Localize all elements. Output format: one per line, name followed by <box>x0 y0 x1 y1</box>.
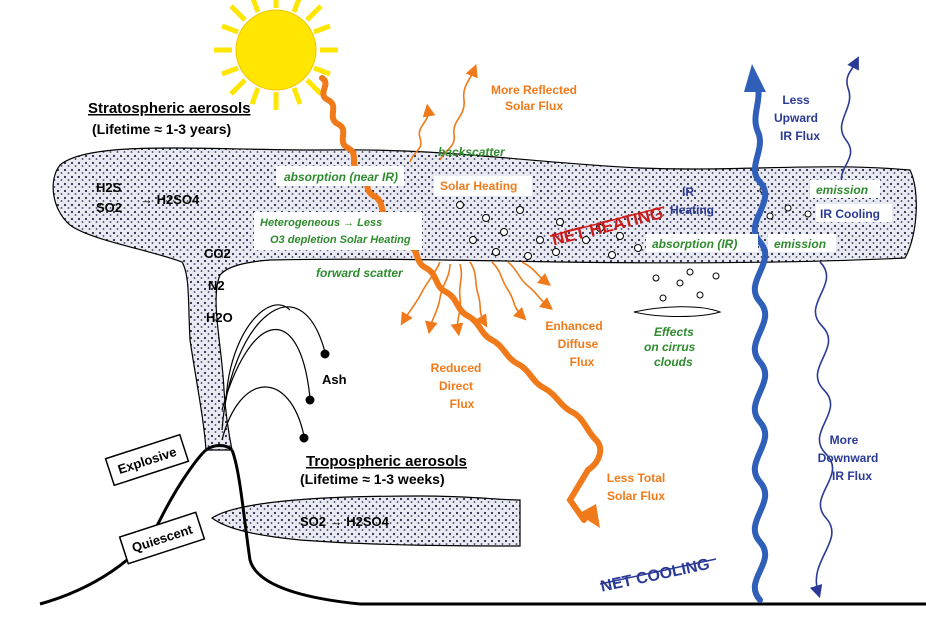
absorption-ir-label: absorption (IR) <box>652 237 737 251</box>
upward-ir-flux-arrow <box>751 77 769 603</box>
h2so4-label: → H2SO4 <box>140 192 200 207</box>
less-upward-line1: Less <box>782 93 810 107</box>
tropospheric-title: Tropospheric aerosols <box>306 453 467 470</box>
ir-cooling-label: IR Cooling <box>820 207 880 221</box>
reduced-direct-line3: Flux <box>450 397 475 411</box>
h2s-label: H2S <box>96 180 122 195</box>
n2-label: N2 <box>208 278 225 293</box>
absorption-ir-bg <box>646 234 758 252</box>
explosive-label-box: Explosive <box>104 433 190 487</box>
cirrus-effects-line1: Effects <box>654 325 694 339</box>
tropo-reaction-label: SO2 → H2SO4 <box>300 514 390 529</box>
more-downward-line3: IR Flux <box>832 469 872 483</box>
emission-lower-label: emission <box>774 237 826 251</box>
ash-label: Ash <box>322 372 347 387</box>
net-heating-underline <box>549 206 665 237</box>
ir-cooling-bg <box>816 204 892 222</box>
upward-ir-arrowhead <box>744 64 766 92</box>
ash-trajectories <box>221 304 326 441</box>
more-downward-line1: More <box>830 433 859 447</box>
less-total-line2: Solar Flux <box>607 489 665 503</box>
absorption-near-ir-label: absorption (near IR) <box>284 170 398 184</box>
stratospheric-title: Stratospheric aerosols <box>88 100 251 117</box>
less-upward-line3: IR Flux <box>780 129 820 143</box>
net-cooling-underline <box>599 558 717 585</box>
reflected-rays <box>409 64 478 163</box>
net-cooling-label: NET COOLING <box>599 556 711 596</box>
sun-icon <box>214 0 338 110</box>
tropospheric-aerosol-layer <box>210 495 521 547</box>
ir-heating-line1: IR <box>682 185 694 199</box>
incoming-solar-flux-arrow <box>319 75 604 523</box>
solar-heating-bg <box>434 176 532 196</box>
cirrus-effects-line2: on cirrus <box>644 340 696 354</box>
heterogeneous-bg <box>254 212 422 250</box>
cirrus-cloud <box>633 306 722 317</box>
diffuse-rays <box>400 261 553 337</box>
aerosol-particles <box>456 186 812 302</box>
less-total-arrowhead <box>578 504 600 528</box>
heterogeneous-line1: Heterogeneous → Less <box>260 217 382 229</box>
emission-upper-label: emission <box>816 183 868 197</box>
forward-scatter-label: forward scatter <box>316 266 404 280</box>
enhanced-diffuse-line2: Diffuse <box>558 337 599 351</box>
absorption-near-ir-bg <box>276 166 404 186</box>
h2o-label: H2O <box>206 310 233 325</box>
emission-lower-bg <box>768 234 836 252</box>
more-reflected-line2: Solar Flux <box>505 99 563 113</box>
solar-heating-label: Solar Heating <box>440 179 517 193</box>
emission-upper-bg <box>810 180 880 198</box>
tropospheric-lifetime: (Lifetime ≈ 1-3 weeks) <box>300 471 445 487</box>
less-upward-line2: Upward <box>774 111 818 125</box>
less-total-line1: Less Total <box>607 471 665 485</box>
reduced-direct-line1: Reduced <box>431 361 482 375</box>
more-reflected-line1: More Reflected <box>491 83 577 97</box>
cirrus-effects-line3: clouds <box>654 355 693 369</box>
enhanced-diffuse-line1: Enhanced <box>545 319 602 333</box>
ir-heating-line2: Heating <box>670 203 714 217</box>
co2-label: CO2 <box>204 246 231 261</box>
ash-particle-icon <box>299 349 330 443</box>
ir-thin-rays <box>809 56 859 599</box>
heterogeneous-line2: O3 depletion Solar Heating <box>270 234 411 246</box>
backscatter-label: backscatter <box>438 145 506 159</box>
stratospheric-lifetime: (Lifetime ≈ 1-3 years) <box>92 121 231 137</box>
more-downward-line2: Downward <box>818 451 879 465</box>
quiescent-label-box: Quiescent <box>118 511 206 565</box>
reduced-direct-line2: Direct <box>439 379 473 393</box>
enhanced-diffuse-line3: Flux <box>570 355 595 369</box>
so2-label: SO2 <box>96 200 122 215</box>
